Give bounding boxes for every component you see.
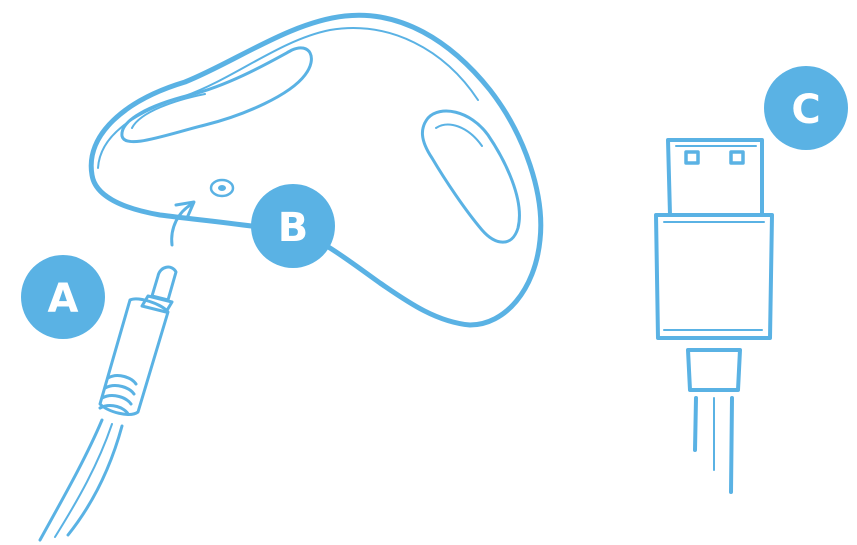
charging-port-icon	[211, 180, 233, 196]
insert-arrow-icon	[172, 202, 194, 245]
badge-a-label: A	[48, 276, 79, 322]
badge-c-label: C	[791, 87, 820, 133]
badge-a: A	[21, 255, 105, 339]
badge-b: B	[251, 184, 335, 268]
badge-b-label: B	[278, 205, 309, 251]
usb-connector-icon	[656, 140, 772, 492]
badge-c: C	[764, 66, 848, 150]
